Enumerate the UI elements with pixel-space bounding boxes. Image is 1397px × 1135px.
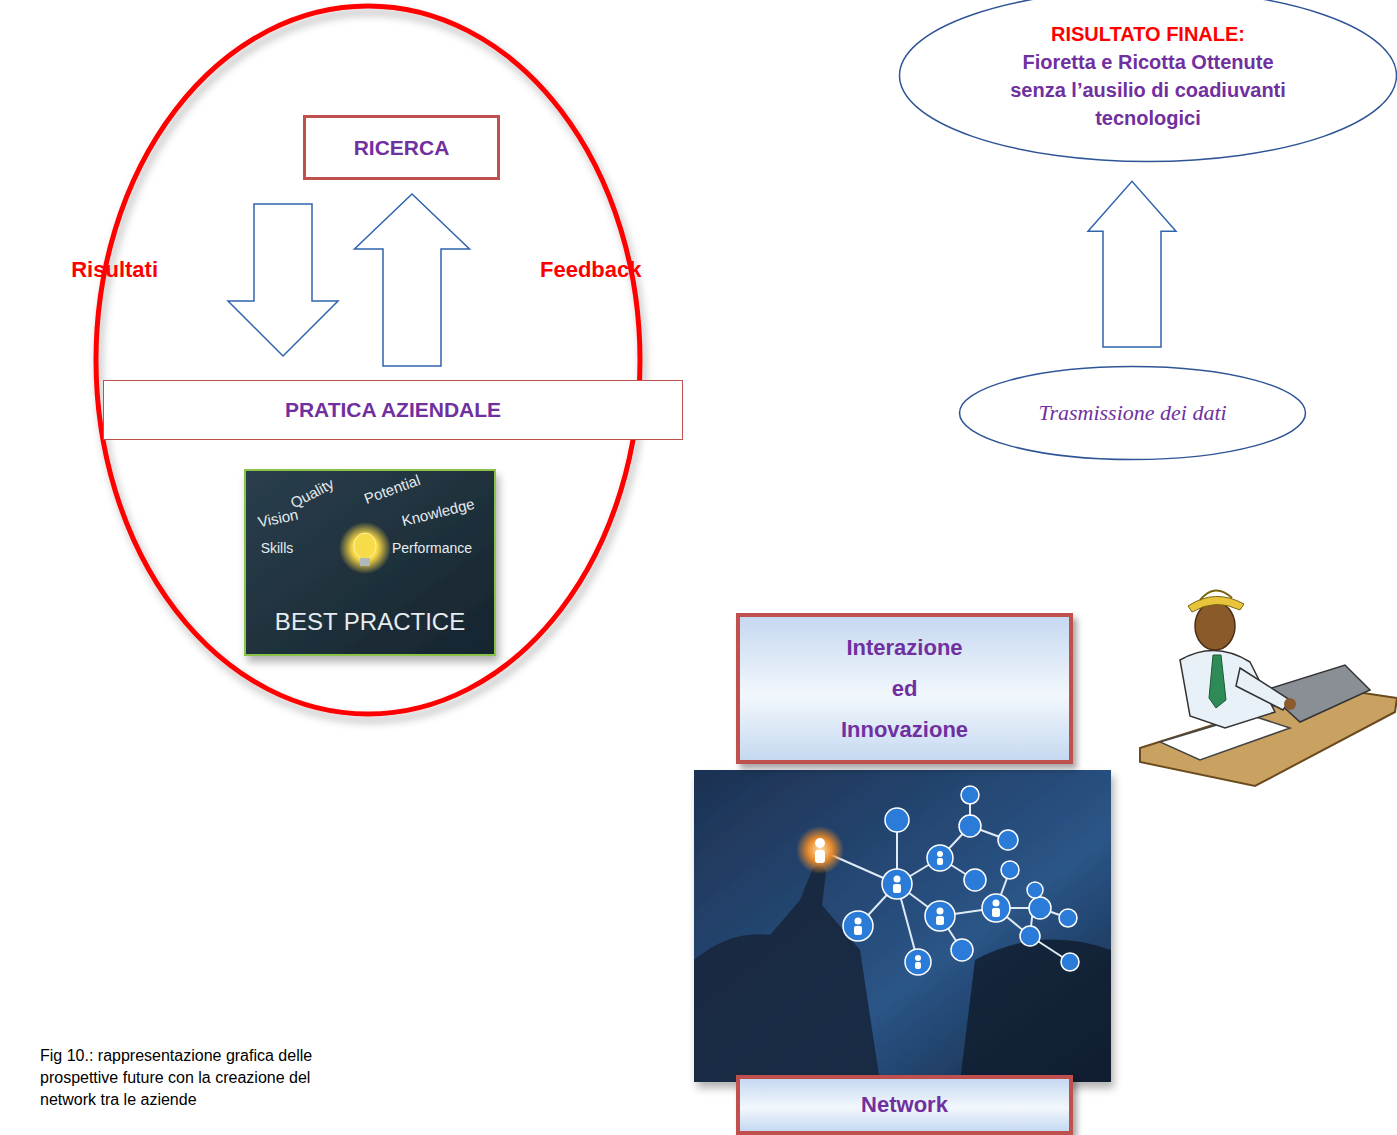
visor-band	[1200, 590, 1232, 600]
chalk-word: BEST PRACTICE	[275, 608, 465, 636]
network-photo	[694, 770, 1111, 1082]
chalkboard	[245, 470, 495, 655]
chalk-word: Potential	[362, 471, 423, 507]
chalk-word: Knowledge	[400, 495, 476, 529]
block-arrow	[355, 194, 470, 366]
bulb-glow	[339, 522, 391, 574]
region-ellipse	[96, 6, 640, 714]
node-text: RICERCA	[354, 136, 450, 160]
head	[1195, 602, 1235, 650]
arrow-label: Risultati	[71, 257, 158, 283]
visor	[1188, 596, 1244, 612]
highlight-node	[796, 826, 844, 874]
process-box: Network	[736, 1075, 1073, 1135]
hand-silhouette	[694, 865, 880, 1082]
process-box: RICERCA	[303, 115, 500, 180]
arm	[1236, 668, 1290, 710]
figure-caption: Fig 10.: rappresentazione grafica delle …	[40, 1045, 340, 1111]
hand	[1284, 698, 1296, 710]
node-text: Interazione ed Innovazione	[841, 627, 968, 750]
node-text: PRATICA AZIENDALE	[285, 398, 501, 422]
network-links	[820, 795, 1070, 962]
ellipse-shape	[960, 367, 1306, 460]
node-body-text: Fioretta e Ricotta Ottenute senza l’ausi…	[998, 48, 1298, 132]
process-box: PRATICA AZIENDALE	[103, 380, 683, 440]
lightbulb	[354, 533, 376, 559]
chalk-word: Vision	[256, 505, 299, 530]
block-arrow	[1088, 181, 1176, 347]
ellipse-shape	[900, 0, 1397, 162]
suit-silhouette	[960, 940, 1111, 1082]
result-ellipse: RISULTATO FINALE:Fioretta e Ricotta Otte…	[898, 0, 1397, 164]
tie	[1209, 655, 1226, 708]
data-ellipse: Trasmissione dei dati	[958, 365, 1307, 461]
person-icons	[815, 838, 1000, 969]
arrow-label: Feedback	[540, 257, 642, 283]
chalk-word: Performance	[392, 540, 472, 556]
chalk-word: Skills	[261, 540, 294, 556]
typist-clipart	[1140, 590, 1397, 786]
node-text: Network	[861, 1092, 948, 1118]
node-text: RISULTATO FINALE:	[1051, 20, 1245, 48]
network-nodes	[843, 786, 1079, 975]
node-text: Trasmissione dei dati	[1038, 398, 1226, 428]
bulb-base	[360, 558, 370, 566]
process-box: Interazione ed Innovazione	[736, 613, 1073, 764]
network-picture	[694, 770, 1111, 1082]
block-arrow	[228, 204, 338, 356]
best-practice-picture	[245, 470, 495, 655]
